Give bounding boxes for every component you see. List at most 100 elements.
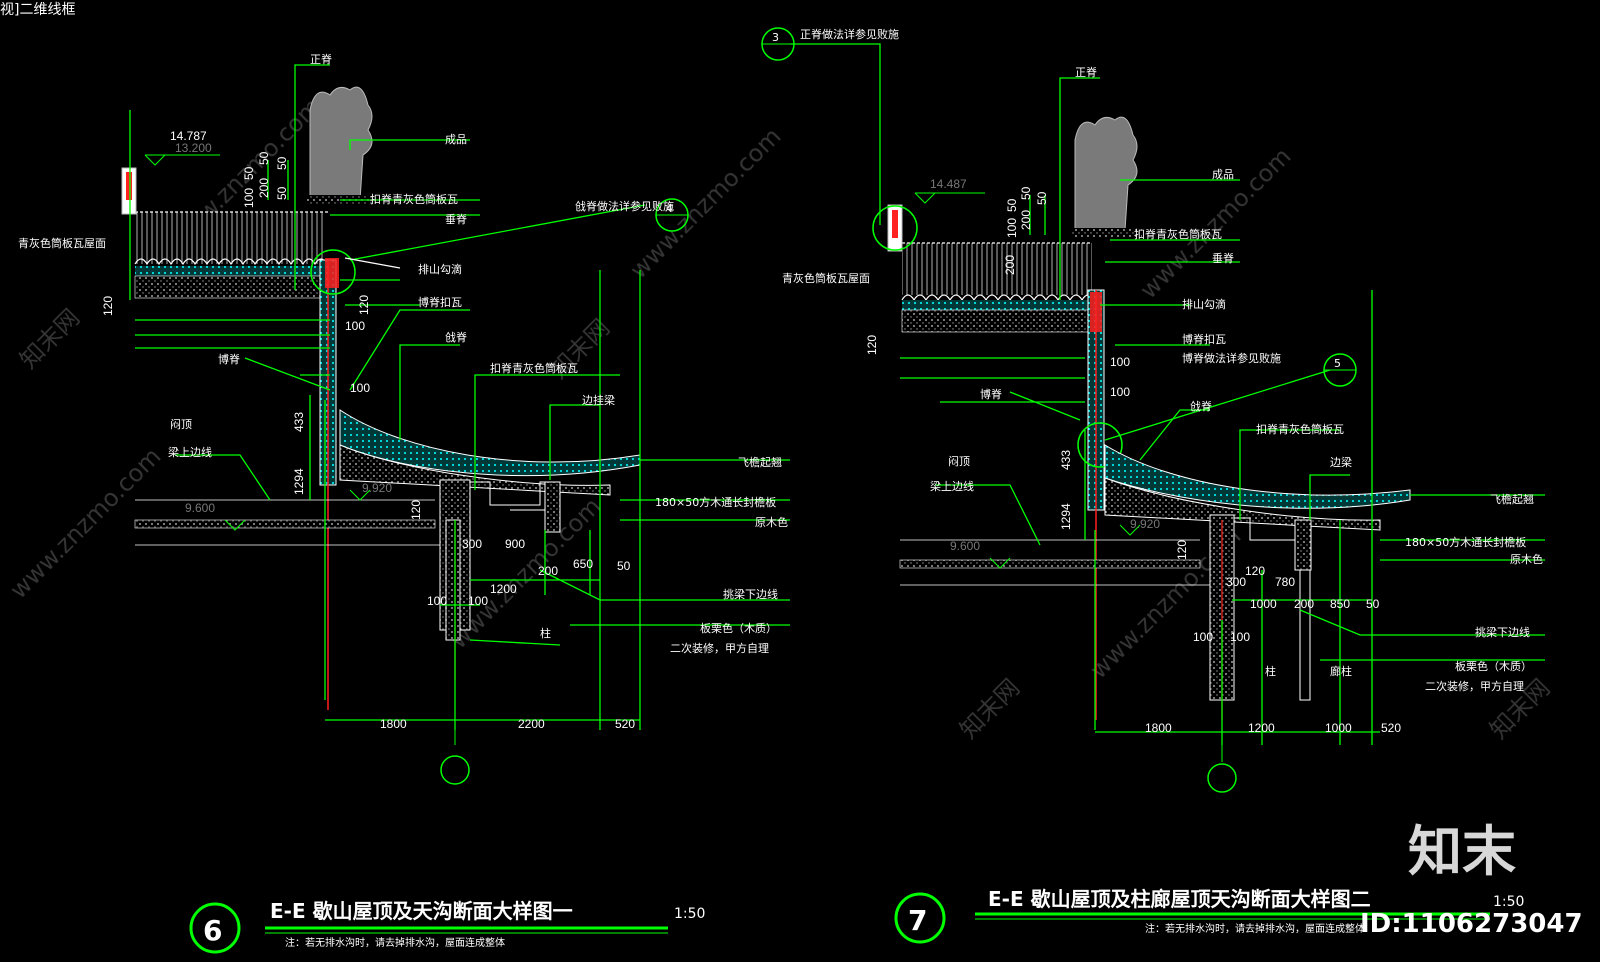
roof-tile-hatch bbox=[135, 212, 325, 264]
dim: 200 bbox=[538, 564, 558, 578]
eave-curve bbox=[1104, 444, 1411, 509]
axis-bubble bbox=[1207, 763, 1237, 793]
label-tongban: 青灰色筒板瓦屋面 bbox=[782, 271, 870, 285]
leader-lines bbox=[790, 43, 1545, 745]
detail-circle bbox=[872, 205, 918, 251]
label-ridge-ref: 正脊做法详参见败施 bbox=[800, 27, 899, 41]
dim: 100 bbox=[345, 319, 365, 333]
label-bianliang: 边挂梁 bbox=[582, 393, 615, 407]
label-gexian: 闷顶 bbox=[948, 454, 970, 468]
label-kouji: 扣脊青灰色筒板瓦 bbox=[370, 192, 458, 206]
dim: 200 bbox=[1003, 255, 1017, 275]
dim: 200 bbox=[257, 178, 271, 198]
elevation: 14.487 bbox=[930, 177, 967, 191]
detail-ref-number: 4 bbox=[666, 202, 673, 215]
brand-watermark: 知末 bbox=[1408, 820, 1516, 883]
section-number: 7 bbox=[908, 904, 927, 937]
dim: 100 bbox=[1110, 385, 1130, 399]
detail-circle bbox=[310, 249, 356, 295]
dim: 120 bbox=[101, 296, 115, 316]
dim: 100 bbox=[1193, 630, 1213, 644]
bottom-dim: 520 bbox=[615, 717, 635, 731]
ridge-ornament bbox=[1074, 116, 1138, 231]
detail-ref-number: 5 bbox=[1334, 357, 1341, 370]
axis-bubble bbox=[440, 755, 470, 785]
label-langzhu: 廊柱 bbox=[1330, 664, 1352, 678]
viewport-label: 视]二维线框 bbox=[0, 2, 75, 18]
label-paishan: 排山勾滴 bbox=[418, 262, 462, 276]
watermark-text: www.znzmo.com bbox=[1134, 142, 1296, 304]
section-left: 4 正脊 成品 扣脊青灰色筒板瓦 垂脊 戗脊做法详参见败施 青灰色筒板瓦屋面 排… bbox=[18, 52, 790, 954]
section-number-bubble bbox=[894, 892, 946, 944]
label-fangmu: 180×50方木通长封檐板 bbox=[655, 495, 776, 509]
label-boji: 博脊 bbox=[218, 352, 240, 366]
dim: 1294 bbox=[292, 468, 306, 495]
detail-circle bbox=[1077, 422, 1123, 468]
dim: 50 bbox=[242, 166, 256, 180]
dim: 100 bbox=[468, 594, 488, 608]
floor-slab bbox=[134, 519, 436, 529]
dim: 100 bbox=[242, 188, 256, 208]
label-zhengji: 正脊 bbox=[310, 52, 332, 66]
label-ercizhuangxiu: 二次装修，甲方自理 bbox=[670, 641, 769, 655]
elevation: 14.787 bbox=[170, 129, 207, 143]
dim: 200 bbox=[1019, 210, 1033, 230]
bottom-dim: 1000 bbox=[1325, 721, 1352, 735]
section-title: E-E 歇山屋顶及柱廊屋顶天沟断面大样图二 bbox=[988, 887, 1371, 911]
leader-lines bbox=[129, 64, 790, 730]
watermark-layer: www.znzmo.com www.znzmo.com www.znzmo.co… bbox=[4, 92, 1555, 744]
watermark-text: 知末网 bbox=[14, 304, 85, 375]
bottom-dim: 520 bbox=[1381, 721, 1401, 735]
dim: 200 bbox=[1294, 597, 1314, 611]
elevation: 9.600 bbox=[950, 539, 980, 553]
label-chengpin: 成品 bbox=[1212, 168, 1234, 181]
detail-ref-number: 3 bbox=[772, 31, 779, 44]
dim: 100 bbox=[1005, 218, 1019, 238]
section-number: 6 bbox=[203, 914, 222, 947]
elevation: 9.600 bbox=[185, 501, 215, 515]
dim: 120 bbox=[1245, 564, 1265, 578]
dim: 100 bbox=[350, 381, 370, 395]
dim: 100 bbox=[427, 594, 447, 608]
bottom-dim: 2200 bbox=[518, 717, 545, 731]
label-tiaoliang: 挑梁下边线 bbox=[723, 587, 778, 601]
label-boji: 博脊 bbox=[980, 387, 1002, 401]
section-number-bubble bbox=[189, 902, 241, 954]
roof-base bbox=[134, 275, 326, 299]
label-ercizhuangxiu: 二次装修，甲方自理 bbox=[1425, 679, 1524, 693]
label-tiaoliang: 挑梁下边线 bbox=[1475, 625, 1530, 639]
label-feichuan: 飞檐起翘 bbox=[1490, 492, 1534, 506]
section-note: 注：若无排水沟时，请去掉排水沟，屋面连成整体 bbox=[1145, 922, 1365, 935]
label-paishan: 排山勾滴 bbox=[1182, 297, 1226, 311]
dim: 780 bbox=[1275, 575, 1295, 589]
label-kouji2: 扣脊青灰色筒板瓦 bbox=[1256, 422, 1344, 436]
dim: 300 bbox=[462, 537, 482, 551]
dim: 1294 bbox=[1059, 503, 1073, 530]
section-scale: 1:50 bbox=[1493, 894, 1524, 910]
label-zhu: 柱 bbox=[540, 626, 551, 640]
label-tongban: 青灰色筒板瓦屋面 bbox=[18, 236, 106, 250]
dim: 120 bbox=[865, 335, 879, 355]
dim: 50 bbox=[1366, 597, 1380, 611]
label-bianliang: 边梁 bbox=[1330, 455, 1352, 469]
dim: 120 bbox=[409, 500, 423, 520]
dim: 900 bbox=[505, 537, 525, 551]
dim: 50 bbox=[257, 151, 271, 165]
label-liangshang: 梁上边线 bbox=[168, 445, 212, 459]
dim: 50 bbox=[1019, 186, 1033, 200]
dim: 850 bbox=[1330, 597, 1350, 611]
label-chuiji: 垂脊 bbox=[1212, 251, 1234, 265]
label-liangshang: 梁上边线 bbox=[930, 479, 974, 493]
section-title: E-E 歇山屋顶及天沟断面大样图一 bbox=[270, 899, 573, 923]
label-banli: 板栗色（木质） bbox=[1455, 659, 1532, 673]
label-zhu: 柱 bbox=[1265, 664, 1276, 678]
label-zhengji: 正脊 bbox=[1075, 65, 1097, 79]
label-qianji: 戗脊 bbox=[445, 330, 467, 344]
section-right: 3 5 正脊做法详参见败施 正脊 成品 扣脊青灰色筒板瓦 垂脊 青灰色筒板瓦屋面… bbox=[761, 27, 1545, 944]
label-chengpin: 成品 bbox=[445, 133, 467, 146]
label-gexian: 闷顶 bbox=[170, 417, 192, 431]
bottom-dim: 1800 bbox=[1145, 721, 1172, 735]
dim: 50 bbox=[617, 559, 631, 573]
dim: 100 bbox=[1110, 355, 1130, 369]
